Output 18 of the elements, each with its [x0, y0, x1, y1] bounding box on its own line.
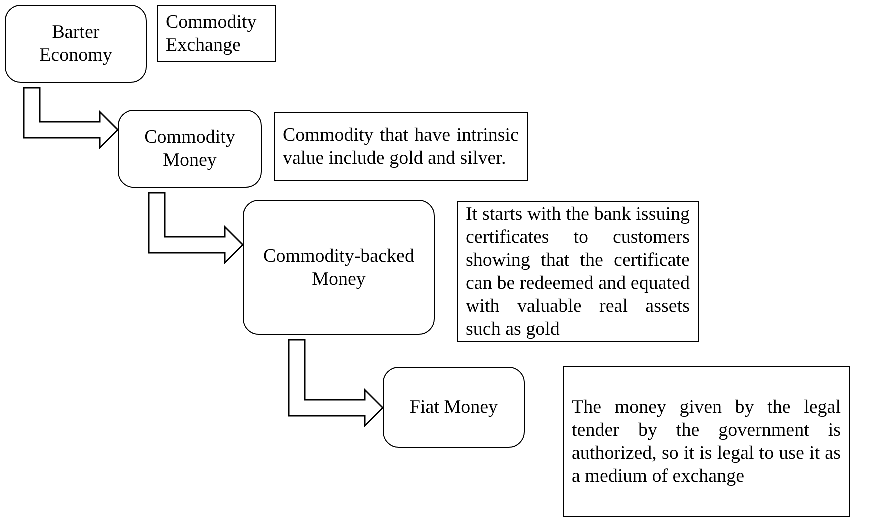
block-arrow	[288, 339, 384, 428]
description-text: The money given by the legal tender by the government is authorized, so it is legal to use it as a medium of exchange	[572, 396, 841, 488]
node-label: Fiat Money	[410, 396, 498, 419]
block-arrow	[148, 192, 244, 265]
description-text: Commodity that have intrinsic value include gold and silver.	[283, 124, 519, 170]
description-box	[563, 366, 850, 517]
process-box	[118, 110, 262, 188]
node-label: Commodity Exchange	[166, 10, 258, 56]
description-box	[274, 112, 528, 181]
process-box	[243, 200, 435, 335]
node-label: Commodity Money	[144, 126, 236, 172]
process-box	[157, 5, 276, 62]
process-box	[383, 367, 525, 448]
node-label: Commodity-backed Money	[262, 244, 416, 290]
process-box	[5, 5, 147, 83]
description-text: It starts with the bank issuing certificates to customers showing that the certificate can be redeemed and equated with valuable real assets such as gold	[466, 202, 690, 340]
block-arrow	[23, 87, 120, 150]
node-label: Barter Economy	[38, 21, 114, 67]
